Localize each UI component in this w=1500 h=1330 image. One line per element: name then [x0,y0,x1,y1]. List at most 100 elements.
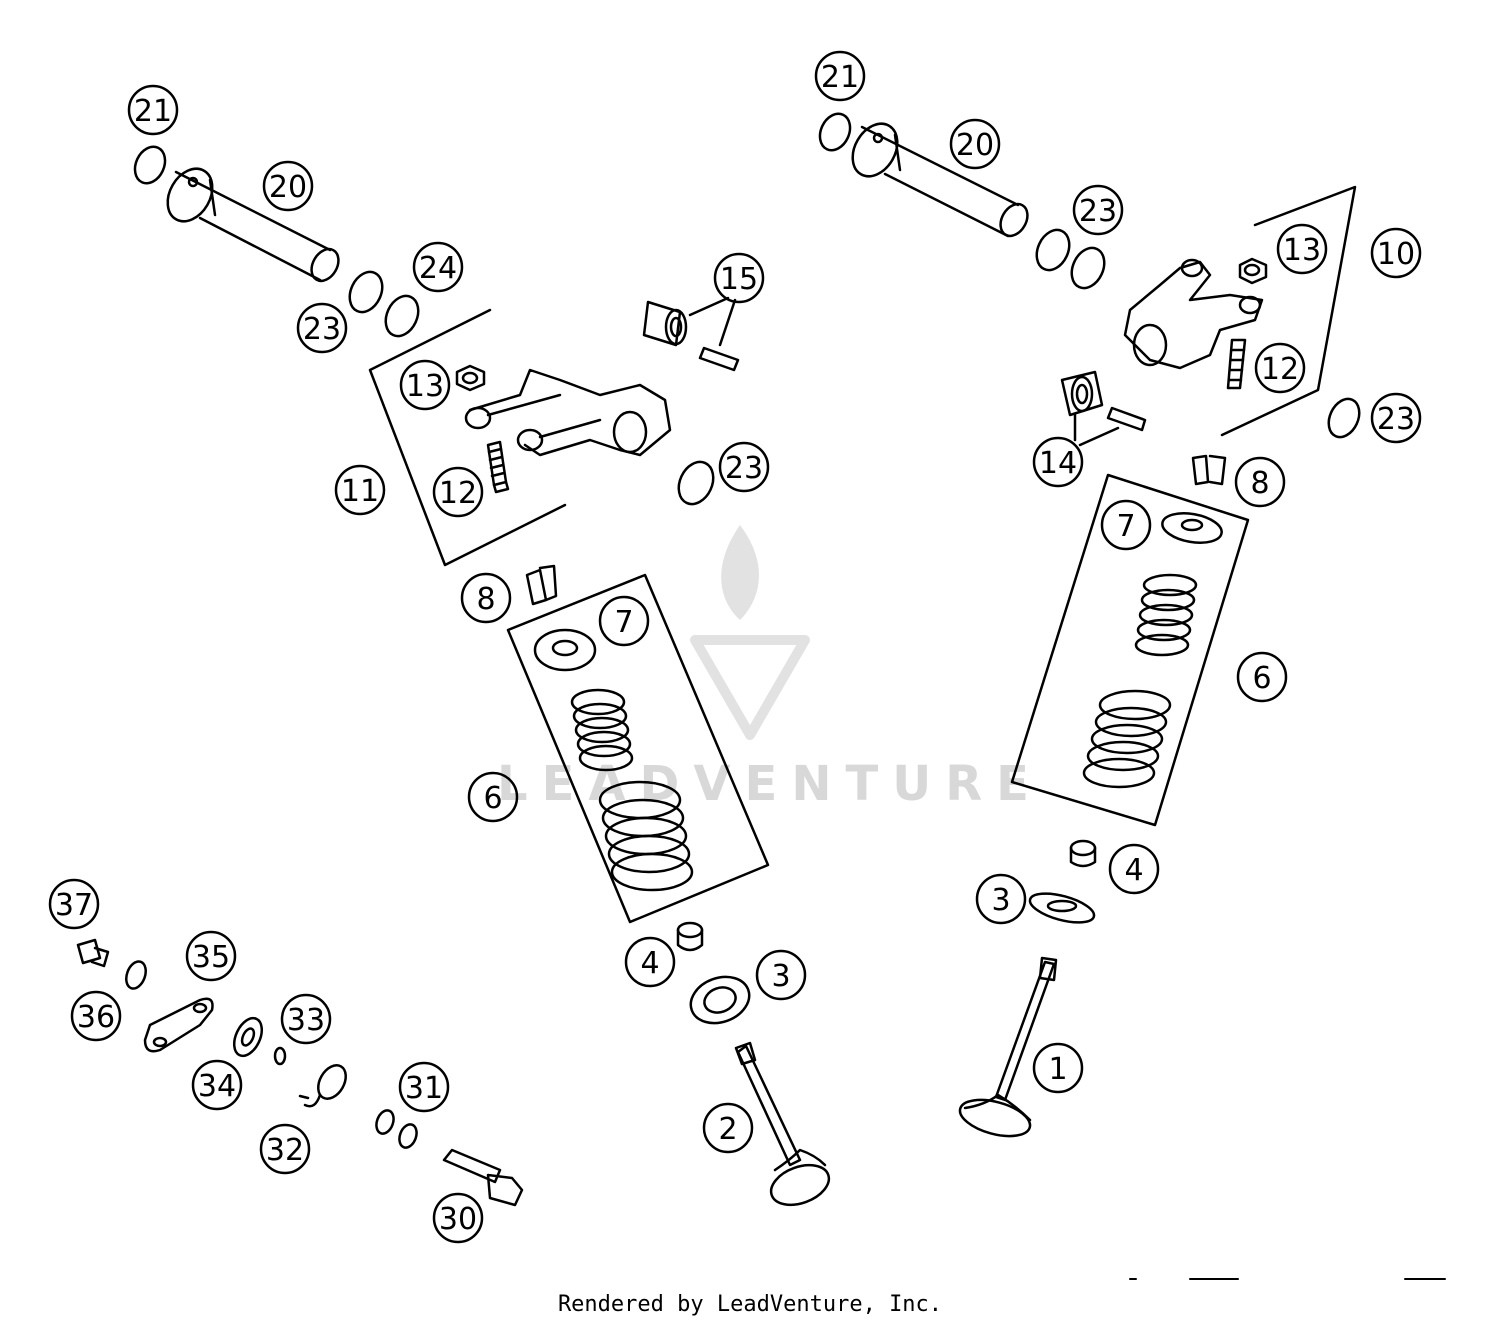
svg-text:4: 4 [640,946,659,981]
svg-text:36: 36 [77,1000,115,1035]
svg-text:21: 21 [821,60,859,95]
spring-32 [298,1064,347,1108]
callout-32: 32 [259,1123,311,1175]
callout-23-right-b: 23 [1370,392,1422,444]
bracket-10 [1220,185,1357,437]
valve-seal-4-right [1069,839,1097,868]
svg-text:3: 3 [771,959,790,994]
callout-15-left: 15 [713,252,765,304]
svg-text:6: 6 [483,781,502,816]
callout-20-left: 20 [262,160,314,212]
callout-7-right: 7 [1100,499,1152,551]
washer-36-a [125,960,147,990]
svg-text:21: 21 [134,94,172,129]
svg-text:33: 33 [287,1003,325,1038]
svg-text:20: 20 [269,170,307,205]
washer-23-right-b [1070,246,1106,290]
svg-text:2: 2 [718,1112,737,1147]
lever-35 [143,997,214,1053]
svg-text:12: 12 [439,476,477,511]
callout-21-left: 21 [127,84,179,136]
valve-cotters-8-right [1191,454,1227,486]
footer-credit: Rendered by LeadVenture, Inc. [557,1292,943,1317]
callout-37: 37 [48,878,100,930]
callout-3-left: 3 [755,949,807,1001]
svg-text:32: 32 [266,1133,304,1168]
svg-text:8: 8 [476,582,495,617]
callout-36: 36 [70,990,122,1042]
nut-13-right [1238,257,1268,285]
washer-24-left [384,294,420,338]
callout-10: 10 [1370,227,1422,279]
washer-23-left-b [677,460,715,506]
outer-spring-left [598,780,694,892]
callout-4-right: 4 [1108,843,1160,895]
svg-text:23: 23 [1079,194,1117,229]
watermark-text: LEADVENTURE [497,756,1043,812]
svg-text:8: 8 [1250,466,1269,501]
svg-text:23: 23 [303,312,341,347]
outer-spring-right [1082,689,1172,789]
washer-23-right-a [1035,228,1071,272]
svg-text:10: 10 [1377,237,1415,272]
svg-text:15: 15 [720,262,758,297]
o-ring-21-right [818,112,852,152]
bearing-14-right [1060,370,1147,432]
screw-37 [76,938,110,968]
svg-text:3: 3 [991,883,1010,918]
svg-text:23: 23 [725,451,763,486]
callout-20-right: 20 [949,118,1001,170]
svg-text:23: 23 [1377,402,1415,437]
callout-11: 11 [334,464,386,516]
svg-text:4: 4 [1124,853,1143,888]
rocker-arm-left [464,368,672,457]
rocker-shaft-20-right [851,122,1029,238]
shaft-30 [442,1148,524,1207]
callout-6-left: 6 [467,771,519,823]
callout-31: 31 [398,1061,450,1113]
adjust-screw-12-right [1226,338,1247,390]
callout-21-right: 21 [814,50,866,102]
svg-text:6: 6 [1252,661,1271,696]
o-ring-31-a [375,1109,395,1135]
o-ring-31-b [398,1123,418,1149]
valve-seal-4-left [676,921,704,952]
valve-1 [958,956,1058,1138]
o-ring-21-left [133,145,167,185]
bearing-15-left [642,300,740,372]
adjust-screw-12-left [486,440,510,494]
callout-13-left: 13 [399,359,451,411]
washer-23-left-a [348,270,384,314]
callout-1: 1 [1032,1042,1084,1094]
bearing-34 [232,1016,264,1058]
callout-23-right-a: 23 [1072,184,1124,236]
svg-text:7: 7 [1116,509,1135,544]
svg-text:35: 35 [192,940,230,975]
washer-23-right-c [1327,397,1361,439]
svg-text:30: 30 [439,1202,477,1237]
spring-group-box-right [1010,473,1250,827]
spring-retainer-7-left [533,628,597,672]
callout-30: 30 [432,1192,484,1244]
svg-text:24: 24 [419,251,457,286]
callout-2: 2 [702,1102,754,1154]
valve-cotters-8-left [525,564,558,606]
spring-group-box-left [506,573,770,924]
svg-text:31: 31 [405,1071,443,1106]
svg-text:13: 13 [406,369,444,404]
watermark-logo [690,525,810,740]
svg-text:12: 12 [1261,352,1299,387]
callout-12-left: 12 [432,466,484,518]
rocker-shaft-20-left [166,167,340,283]
callout-4-left: 4 [624,936,676,988]
svg-text:7: 7 [614,605,633,640]
callout-8-left: 8 [460,572,512,624]
nut-13-left [455,364,486,392]
svg-text:1: 1 [1048,1052,1067,1087]
rocker-arm-right [1123,258,1264,370]
svg-text:37: 37 [55,888,93,923]
callout-33: 33 [280,993,332,1045]
valve-2 [734,1041,831,1207]
spring-seat-3-left [689,975,751,1025]
callout-23-left-b: 23 [718,441,770,493]
